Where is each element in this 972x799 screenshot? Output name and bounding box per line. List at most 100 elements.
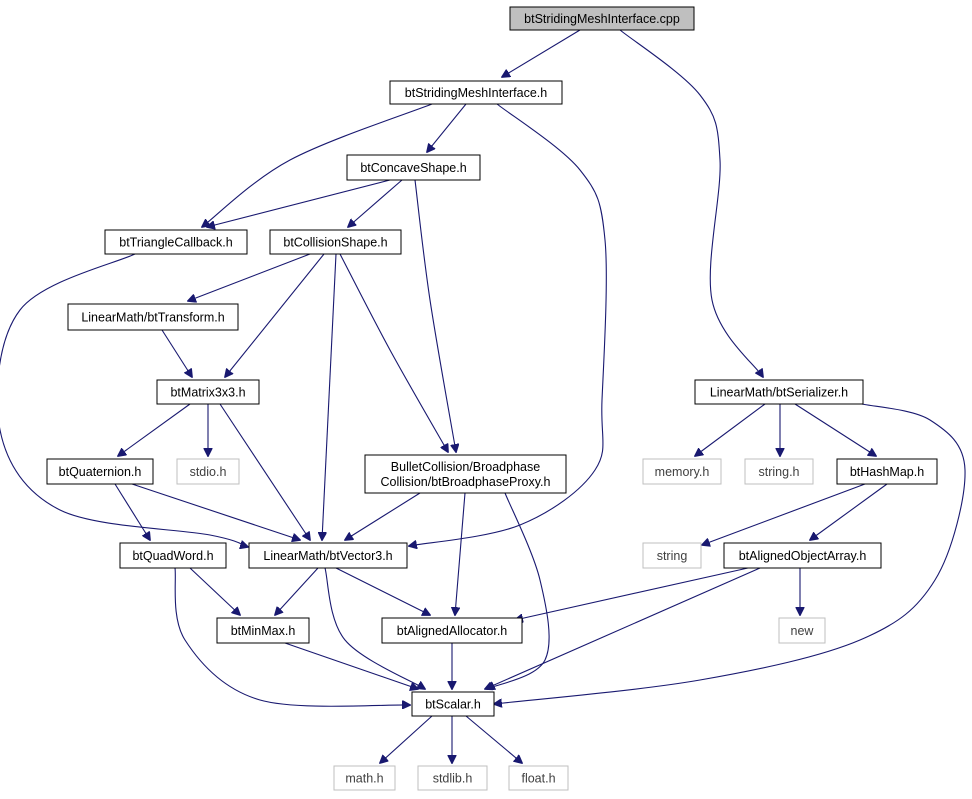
edge-smi-to-tricb <box>202 103 433 227</box>
node-box-serializer <box>694 379 864 405</box>
edge-smi-to-concave <box>427 103 467 152</box>
node-box-tricb <box>104 229 248 255</box>
node-box-memory <box>642 458 722 485</box>
node-box-minmax <box>216 617 310 644</box>
node-box-collision <box>269 229 402 255</box>
edge-vector3-to-minmax <box>275 567 319 615</box>
node-label-aoa: btAlignedObjectArray.h <box>739 549 867 563</box>
node-hashmap[interactable]: btHashMap.h <box>836 458 938 485</box>
edge-bproxy-to-vector3 <box>345 492 421 540</box>
edge-aoa-to-scalar <box>485 567 761 689</box>
edge-matrix-to-vector3 <box>219 403 310 540</box>
node-matrix[interactable]: btMatrix3x3.h <box>156 379 260 405</box>
node-smi[interactable]: btStridingMeshInterface.h <box>389 80 563 105</box>
edge-transform-to-matrix <box>161 329 192 377</box>
node-label-memory: memory.h <box>655 465 710 479</box>
edge-bproxy-to-scalar <box>487 492 550 689</box>
edge-scalar-to-math <box>380 715 433 763</box>
node-label-math: math.h <box>345 772 383 786</box>
node-label-quat: btQuaternion.h <box>59 465 142 479</box>
node-label-tricb: btTriangleCallback.h <box>119 236 233 250</box>
node-label-string: string <box>657 549 688 563</box>
edge-quat-to-quadword <box>114 483 150 540</box>
node-box-string <box>642 542 702 569</box>
node-label-concave: btConcaveShape.h <box>360 161 466 175</box>
edges-layer <box>0 29 966 763</box>
node-label-quadword: btQuadWord.h <box>132 549 213 563</box>
node-box-new <box>778 617 826 644</box>
edge-serializer-to-memory <box>695 403 766 456</box>
node-alloc[interactable]: btAlignedAllocator.h <box>381 617 523 644</box>
node-label-cpp: btStridingMeshInterface.cpp <box>524 12 680 26</box>
edge-hashmap-to-string <box>702 483 866 545</box>
node-box-stdio <box>176 458 240 485</box>
edge-matrix-to-quat <box>118 403 191 456</box>
node-serializer[interactable]: LinearMath/btSerializer.h <box>694 379 864 405</box>
edge-aoa-to-alloc <box>515 567 749 620</box>
node-stdlib: stdlib.h <box>417 765 488 791</box>
edge-scalar-to-float <box>465 715 522 763</box>
node-box-vector3 <box>248 542 408 569</box>
edge-bproxy-to-alloc <box>455 492 466 615</box>
node-tricb[interactable]: btTriangleCallback.h <box>104 229 248 255</box>
node-box-hashmap <box>836 458 938 485</box>
edge-collision-to-vector3 <box>322 253 337 540</box>
node-label-transform: LinearMath/btTransform.h <box>81 311 224 325</box>
node-label-smi: btStridingMeshInterface.h <box>405 86 547 100</box>
edge-vector3-to-alloc <box>335 567 430 615</box>
node-box-aoa <box>723 542 882 569</box>
edge-serializer-to-hashmap <box>794 403 876 456</box>
node-stdio: stdio.h <box>176 458 240 485</box>
node-concave[interactable]: btConcaveShape.h <box>346 154 481 181</box>
node-quat[interactable]: btQuaternion.h <box>46 458 154 485</box>
node-transform[interactable]: LinearMath/btTransform.h <box>67 303 239 331</box>
node-box-matrix <box>156 379 260 405</box>
node-math: math.h <box>333 765 396 791</box>
node-label-collision: btCollisionShape.h <box>283 236 387 250</box>
edge-quat-to-vector3 <box>131 483 300 540</box>
edge-collision-to-bproxy <box>339 253 448 452</box>
node-label-float: float.h <box>521 772 555 786</box>
edge-concave-to-bproxy <box>414 179 456 452</box>
node-label-stdio: stdio.h <box>190 465 227 479</box>
edge-collision-to-matrix <box>225 253 325 377</box>
node-label-scalar: btScalar.h <box>425 698 481 712</box>
node-quadword[interactable]: btQuadWord.h <box>119 542 227 569</box>
node-minmax[interactable]: btMinMax.h <box>216 617 310 644</box>
node-label-serializer: LinearMath/btSerializer.h <box>710 386 848 400</box>
node-box-scalar <box>411 691 495 717</box>
node-stringh: string.h <box>744 458 814 485</box>
edge-concave-to-tricb <box>207 179 391 227</box>
node-scalar[interactable]: btScalar.h <box>411 691 495 717</box>
edge-quadword-to-minmax <box>189 567 240 615</box>
node-label-stringh: string.h <box>759 465 800 479</box>
node-box-stringh <box>744 458 814 485</box>
node-label-new: new <box>791 624 815 638</box>
node-new: new <box>778 617 826 644</box>
node-label-alloc: btAlignedAllocator.h <box>397 624 508 638</box>
node-box-concave <box>346 154 481 181</box>
edge-vector3-to-scalar <box>324 567 425 689</box>
nodes-layer: btStridingMeshInterface.cpp btStridingMes… <box>46 6 938 791</box>
node-box-cpp <box>509 6 695 31</box>
edge-smi-to-vector3 <box>409 103 607 546</box>
node-box-stdlib <box>417 765 488 791</box>
node-string: string <box>642 542 702 569</box>
edge-concave-to-collision <box>348 179 403 227</box>
node-label-bproxy-line1: BulletCollision/Broadphase <box>391 460 540 474</box>
node-bproxy[interactable]: BulletCollision/BroadphaseCollision/btBr… <box>364 454 567 494</box>
edge-hashmap-to-aoa <box>810 483 888 540</box>
node-box-bproxy <box>364 454 567 494</box>
node-vector3[interactable]: LinearMath/btVector3.h <box>248 542 408 569</box>
node-box-float <box>508 765 569 791</box>
node-cpp[interactable]: btStridingMeshInterface.cpp <box>509 6 695 31</box>
edge-quadword-to-scalar <box>174 567 410 706</box>
node-aoa[interactable]: btAlignedObjectArray.h <box>723 542 882 569</box>
node-collision[interactable]: btCollisionShape.h <box>269 229 402 255</box>
node-box-smi <box>389 80 563 105</box>
edge-cpp-to-serializer <box>619 29 763 377</box>
node-box-quadword <box>119 542 227 569</box>
node-label-hashmap: btHashMap.h <box>850 465 924 479</box>
